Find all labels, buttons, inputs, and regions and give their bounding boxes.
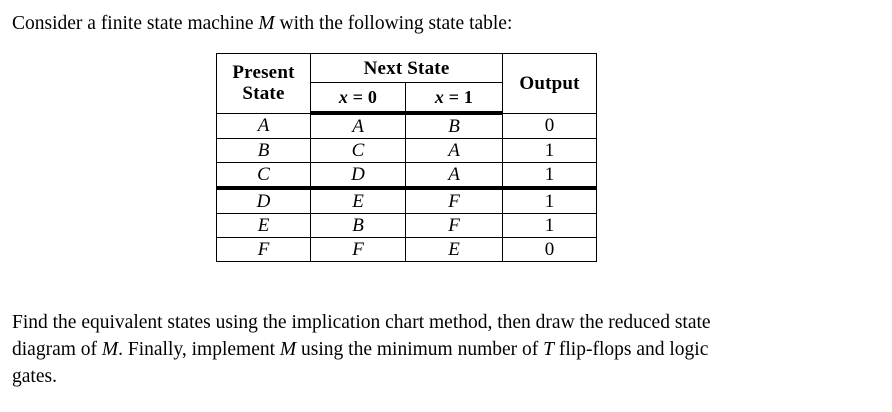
cell-next-state-x0: C <box>310 138 406 163</box>
cell-next-state-x0: B <box>310 213 406 238</box>
state-table-container: Present State Next State Output x = 0 x … <box>216 53 598 262</box>
table-row: A A B 0 <box>216 112 598 139</box>
header-x0-variable: x <box>338 86 349 107</box>
cell-next-state-x1: F <box>404 213 504 238</box>
cell-present-state: E <box>216 213 311 238</box>
header-present-state-line2: State <box>242 83 285 105</box>
cell-next-state-x0: F <box>310 237 406 262</box>
cell-next-state-x1: A <box>404 162 504 190</box>
cell-output: 1 <box>502 213 598 238</box>
instructions-line2-part4: flip-flops and logic <box>554 339 709 360</box>
instructions-line-2: diagram of M. Finally, implement M using… <box>12 336 880 363</box>
state-table: Present State Next State Output x = 0 x … <box>216 53 598 262</box>
table-body: A A B 0 B C A 1 C D A 1 D E F 1 <box>216 112 598 262</box>
cell-output: 1 <box>502 187 598 214</box>
cell-output: 1 <box>502 162 598 190</box>
intro-machine-symbol: M <box>258 13 275 34</box>
header-present-state: Present State <box>216 53 311 114</box>
cell-present-state: A <box>216 112 311 139</box>
header-x-equals-1: x = 1 <box>404 82 504 115</box>
cell-present-state: D <box>216 187 311 214</box>
table-row: E B F 1 <box>216 213 598 238</box>
header-row-top: Present State Next State Output <box>216 53 598 114</box>
header-row-sub: x = 0 x = 1 <box>217 82 597 115</box>
table-row: D E F 1 <box>216 187 598 214</box>
cell-next-state-x0: D <box>310 162 406 190</box>
instructions-line-3: gates. <box>12 366 57 387</box>
instructions-line2-part3: using the minimum number of <box>296 339 544 360</box>
cell-output: 0 <box>502 112 598 139</box>
table-row: C D A 1 <box>216 162 598 190</box>
cell-next-state-x1: B <box>404 112 504 139</box>
table-row: B C A 1 <box>216 138 598 163</box>
instructions-line2-part2: . Finally, implement <box>118 339 280 360</box>
cell-next-state-x1: E <box>404 237 504 262</box>
header-x1-value: = 1 <box>444 86 474 107</box>
cell-next-state-x1: F <box>404 187 504 214</box>
instructions-line-1: Find the equivalent states using the imp… <box>12 312 711 333</box>
header-x-equals-0: x = 0 <box>310 82 406 115</box>
cell-present-state: B <box>216 138 311 163</box>
header-x1-variable: x <box>434 86 445 107</box>
cell-output: 0 <box>502 237 598 262</box>
header-x0-value: = 0 <box>348 86 378 107</box>
header-next-state: Next State <box>309 53 504 83</box>
cell-present-state: C <box>216 162 311 190</box>
header-output: Output <box>502 53 598 114</box>
instructions-paragraph: Find the equivalent states using the imp… <box>12 309 880 390</box>
instructions-line2-part1: diagram of <box>12 339 102 360</box>
cell-next-state-x0: E <box>310 187 406 214</box>
instructions-machine-symbol-1: M <box>101 339 119 360</box>
cell-output: 1 <box>502 138 598 163</box>
header-present-state-line1: Present <box>232 62 295 84</box>
instructions-flipflop-symbol: T <box>543 339 554 360</box>
intro-text-before: Consider a finite state machine <box>12 13 259 34</box>
table-row: F F E 0 <box>216 237 598 262</box>
intro-paragraph: Consider a finite state machine M with t… <box>12 10 882 38</box>
instructions-machine-symbol-2: M <box>279 339 297 360</box>
cell-present-state: F <box>216 237 311 262</box>
intro-text-after: with the following state table: <box>274 13 513 34</box>
cell-next-state-x0: A <box>310 112 406 139</box>
cell-next-state-x1: A <box>404 138 504 163</box>
table-header: Present State Next State Output x = 0 x … <box>216 53 598 115</box>
